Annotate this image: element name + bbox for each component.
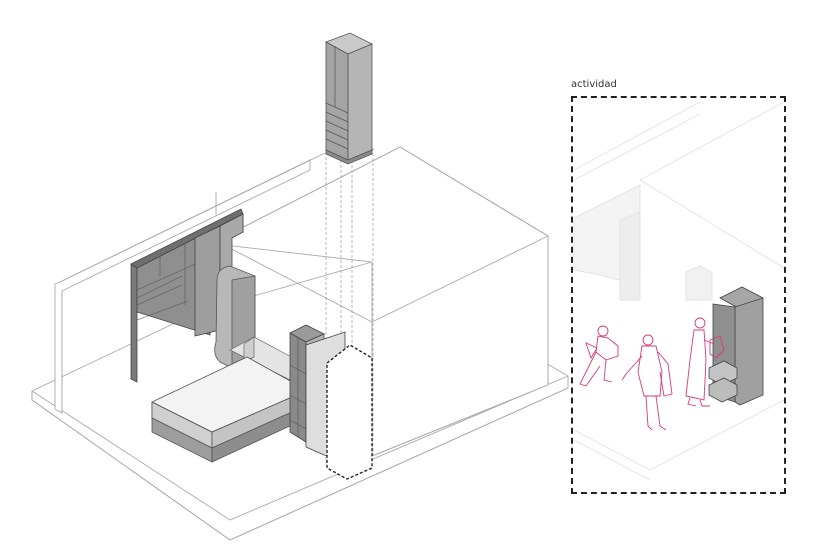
- inset-faded-room: [573, 101, 785, 481]
- upper-tall-cabinet: [325, 32, 373, 165]
- figure-holding-shirt: [685, 317, 725, 407]
- bed: [151, 356, 293, 463]
- cabinet-slot-outline: [326, 344, 373, 480]
- figure-seated-reading: [579, 325, 619, 387]
- inset-people-figures: [579, 317, 725, 431]
- figure-standing-bag: [621, 334, 673, 431]
- inset-label: actividad: [571, 79, 617, 90]
- inset-cabinet-open-drawers: [708, 286, 764, 406]
- inset-dashed-frame: [571, 96, 786, 494]
